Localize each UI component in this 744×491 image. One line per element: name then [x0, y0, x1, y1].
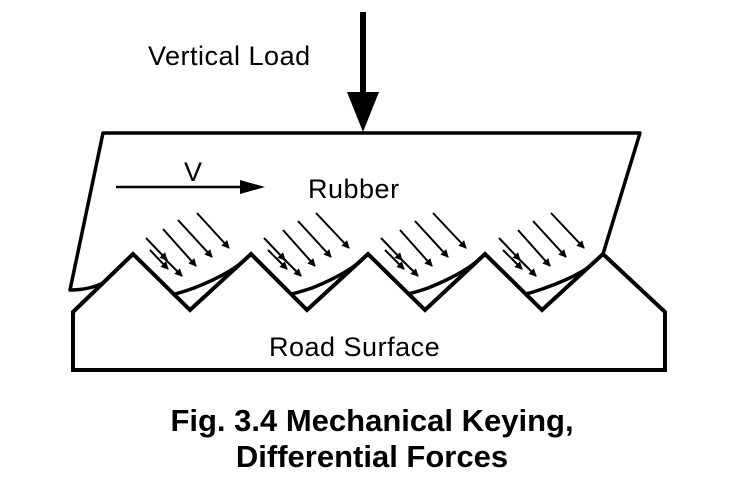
- vertical-load-label: Vertical Load: [148, 41, 311, 71]
- force-arrows-group-4: [498, 212, 585, 277]
- velocity-arrow: [116, 180, 265, 194]
- force-arrows-group-1: [145, 212, 230, 277]
- velocity-label: V: [184, 157, 203, 187]
- figure-caption-line-2: Differential Forces: [236, 439, 508, 474]
- figure-caption-line-1: Fig. 3.4 Mechanical Keying,: [170, 403, 573, 438]
- force-arrows-group-2: [263, 212, 350, 277]
- road-surface-label: Road Surface: [269, 332, 440, 362]
- rubber-label: Rubber: [308, 174, 400, 204]
- vertical-load-arrow: [347, 12, 379, 132]
- road-surface: [71, 251, 667, 372]
- force-arrows-group-3: [380, 212, 467, 277]
